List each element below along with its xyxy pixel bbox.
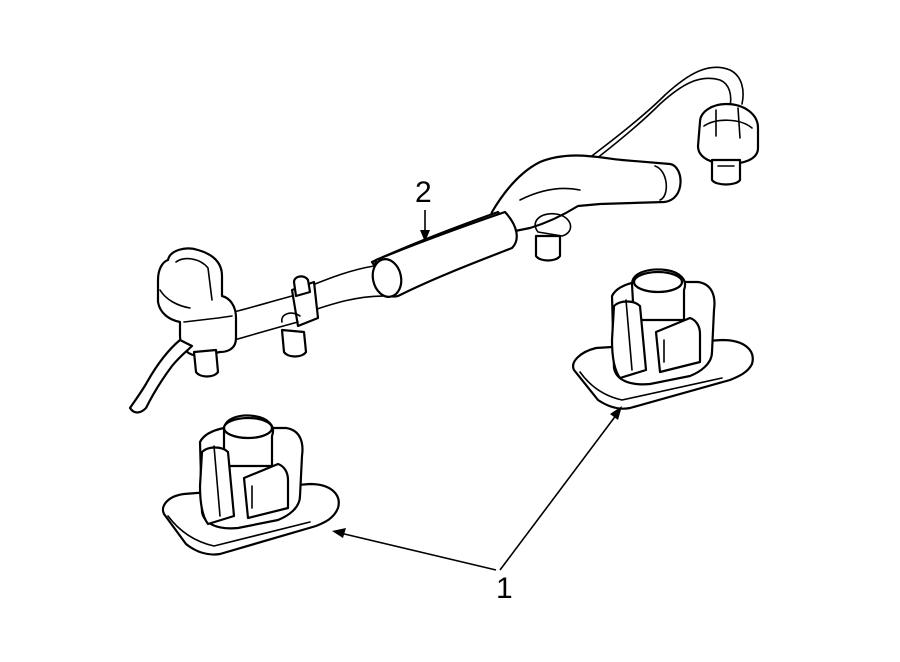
left-connector (156, 247, 238, 358)
pigtail-lead (128, 338, 194, 414)
callout-2-arrow (420, 210, 430, 242)
harness-clip (490, 154, 682, 234)
wire-harness (128, 66, 744, 414)
lamp-housing-left (161, 414, 340, 556)
callout-label-2: 2 (415, 176, 432, 209)
callout-label-1: 1 (496, 572, 513, 605)
callout-1-arrows (332, 406, 622, 571)
lamp-housing-right (572, 268, 754, 410)
right-connector (696, 102, 760, 186)
